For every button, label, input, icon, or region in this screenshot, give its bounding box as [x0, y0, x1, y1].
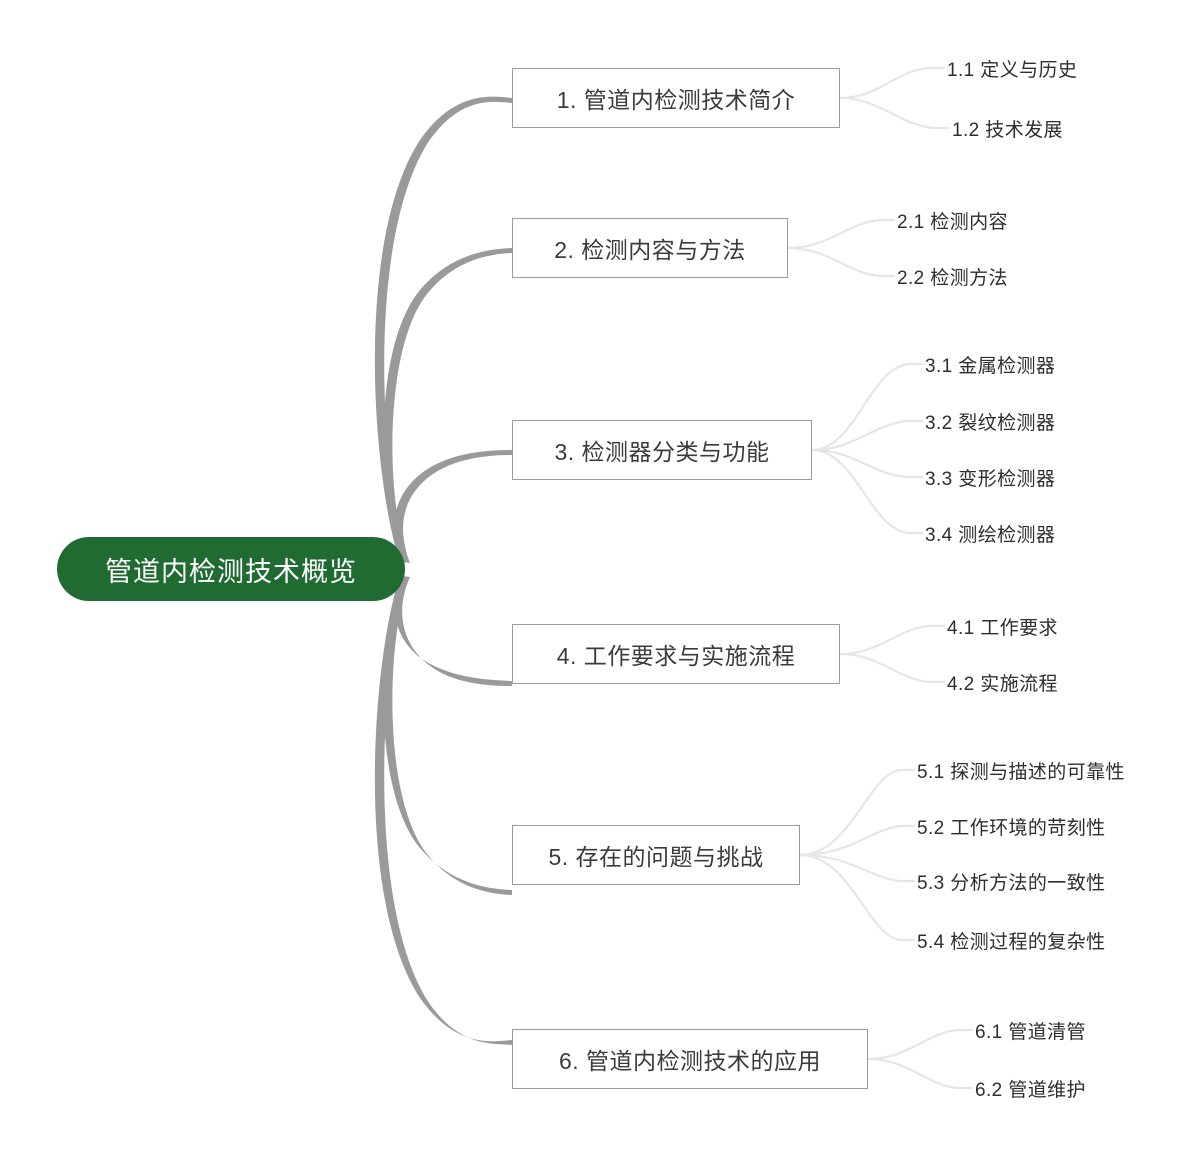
leaf-node-5-4-label: 5.4 检测过程的复杂性	[917, 931, 1106, 953]
leaf-node-1-1[interactable]: 1.1 定义与历史	[947, 54, 1077, 82]
leaf-node-5-2[interactable]: 5.2 工作环境的苛刻性	[917, 812, 1106, 840]
leaf-node-2-2-label: 2.2 检测方法	[897, 267, 1008, 289]
leaf-node-3-3-label: 3.3 变形检测器	[925, 468, 1056, 490]
leaf-node-6-2[interactable]: 6.2 管道维护	[975, 1074, 1086, 1102]
leaf-node-3-2-label: 3.2 裂纹检测器	[925, 412, 1056, 434]
leaf-node-4-1[interactable]: 4.1 工作要求	[947, 612, 1058, 640]
root-node-label: 管道内检测技术概览	[105, 556, 357, 587]
leaf-node-6-1-label: 6.1 管道清管	[975, 1021, 1086, 1043]
branch-node-1-label: 1. 管道内检测技术简介	[556, 87, 796, 113]
branch-node-1[interactable]: 1. 管道内检测技术简介	[512, 68, 840, 128]
leaf-node-2-1[interactable]: 2.1 检测内容	[897, 206, 1008, 234]
leaf-node-3-3[interactable]: 3.3 变形检测器	[925, 463, 1055, 491]
leaf-node-1-1-label: 1.1 定义与历史	[947, 59, 1078, 81]
branch-node-5[interactable]: 5. 存在的问题与挑战	[512, 825, 800, 885]
leaf-node-3-2[interactable]: 3.2 裂纹检测器	[925, 407, 1055, 435]
leaf-node-6-2-label: 6.2 管道维护	[975, 1079, 1086, 1101]
branch-node-2-label: 2. 检测内容与方法	[554, 237, 746, 263]
leaf-node-5-3-label: 5.3 分析方法的一致性	[917, 872, 1106, 894]
leaf-node-6-1[interactable]: 6.1 管道清管	[975, 1016, 1086, 1044]
leaf-node-5-2-label: 5.2 工作环境的苛刻性	[917, 817, 1106, 839]
branch-node-3-label: 3. 检测器分类与功能	[554, 439, 770, 465]
leaf-node-2-2[interactable]: 2.2 检测方法	[897, 262, 1008, 290]
leaf-node-1-2-label: 1.2 技术发展	[952, 119, 1063, 141]
leaf-node-5-3[interactable]: 5.3 分析方法的一致性	[917, 867, 1106, 895]
leaf-node-5-1[interactable]: 5.1 探测与描述的可靠性	[917, 756, 1125, 784]
branch-node-5-label: 5. 存在的问题与挑战	[548, 844, 764, 870]
leaf-node-3-1-label: 3.1 金属检测器	[925, 355, 1056, 377]
branch-node-4-label: 4. 工作要求与实施流程	[556, 643, 796, 669]
leaf-node-3-4-label: 3.4 测绘检测器	[925, 524, 1056, 546]
leaf-node-2-1-label: 2.1 检测内容	[897, 211, 1008, 233]
branch-node-6-label: 6. 管道内检测技术的应用	[558, 1048, 822, 1074]
leaf-node-1-2[interactable]: 1.2 技术发展	[952, 114, 1063, 142]
branch-node-6[interactable]: 6. 管道内检测技术的应用	[512, 1029, 868, 1089]
leaf-node-3-4[interactable]: 3.4 测绘检测器	[925, 519, 1055, 547]
leaf-node-4-2-label: 4.2 实施流程	[947, 673, 1058, 695]
branch-node-3[interactable]: 3. 检测器分类与功能	[512, 420, 812, 480]
leaf-node-5-1-label: 5.1 探测与描述的可靠性	[917, 761, 1125, 783]
branch-node-2[interactable]: 2. 检测内容与方法	[512, 218, 788, 278]
leaf-node-4-2[interactable]: 4.2 实施流程	[947, 668, 1058, 696]
leaf-node-3-1[interactable]: 3.1 金属检测器	[925, 350, 1055, 378]
leaf-node-4-1-label: 4.1 工作要求	[947, 617, 1058, 639]
root-node[interactable]: 管道内检测技术概览	[57, 537, 405, 601]
branch-node-4[interactable]: 4. 工作要求与实施流程	[512, 624, 840, 684]
leaf-node-5-4[interactable]: 5.4 检测过程的复杂性	[917, 926, 1106, 954]
